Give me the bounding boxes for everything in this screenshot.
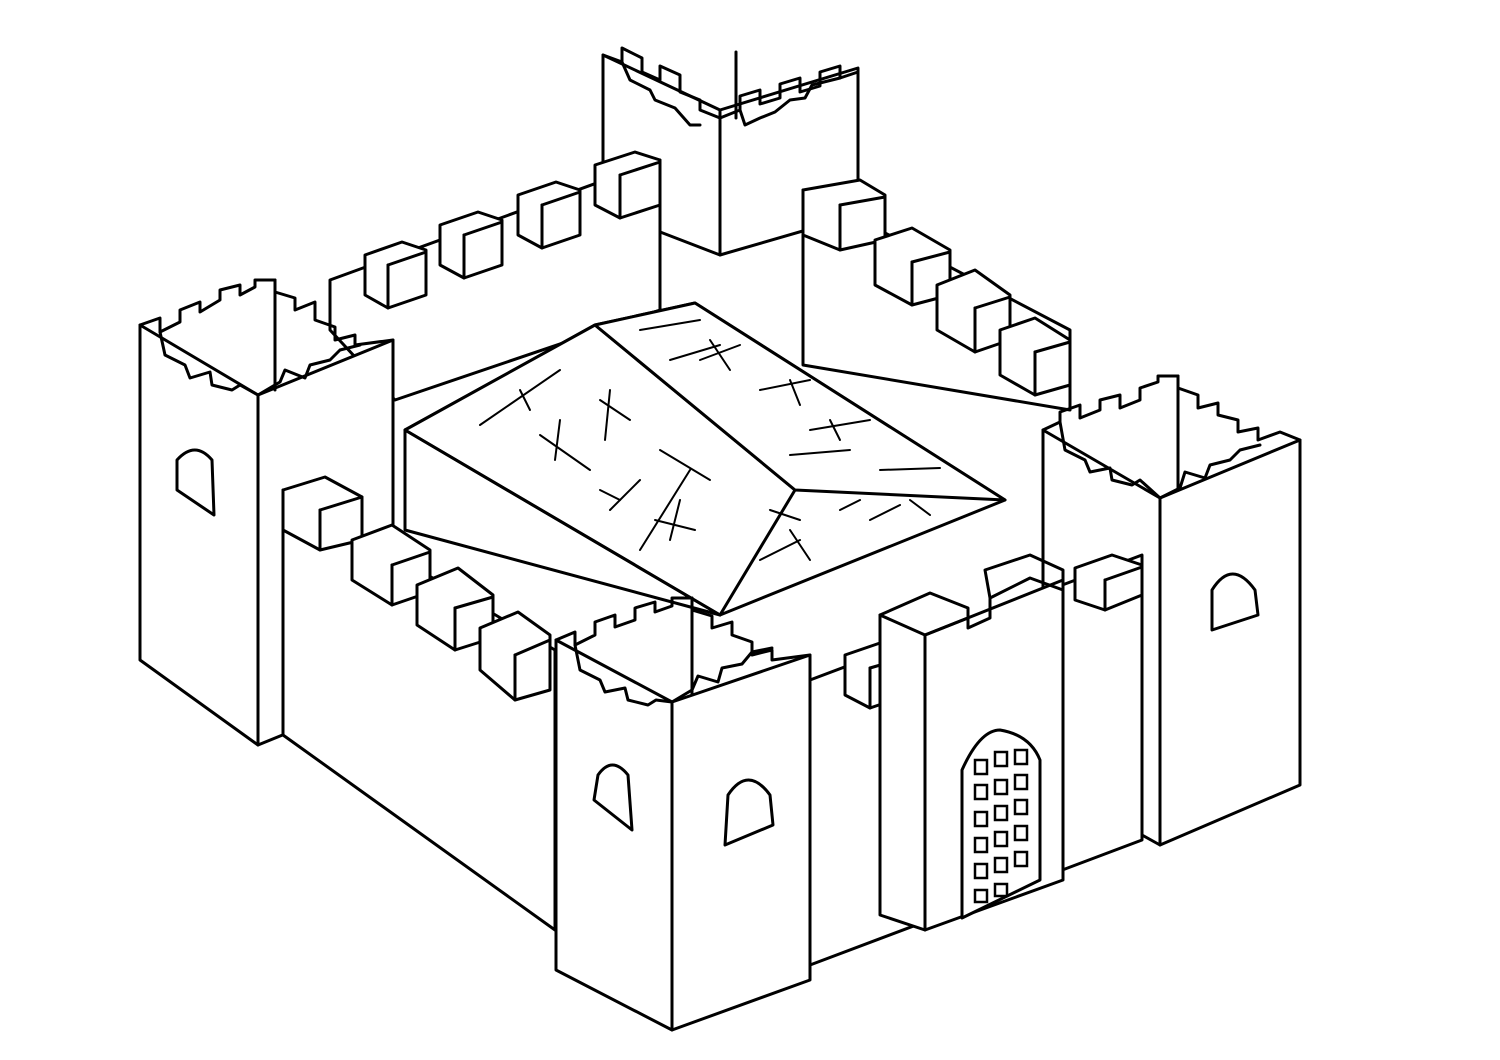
front-tower-right-window [723,778,775,847]
front-tower-left-face [554,638,674,1032]
gate-door [960,728,1042,920]
front-left-wall [281,475,557,932]
front-tower [554,596,812,1032]
front-tower-right-face [670,653,812,1032]
front-tower-left-window [592,763,634,832]
left-tower-window [175,448,216,517]
back-left-wall [328,150,662,402]
left-tower-left-face [138,323,260,747]
central-keep [403,301,1007,617]
back-right-wall [801,178,1072,412]
gatehouse [878,553,1065,932]
right-tower-right-face [1158,438,1302,847]
roof-texture [479,319,941,561]
gatehouse-left-face [878,613,927,932]
right-tower-window [1210,572,1260,632]
portcullis-grid [973,748,1029,904]
